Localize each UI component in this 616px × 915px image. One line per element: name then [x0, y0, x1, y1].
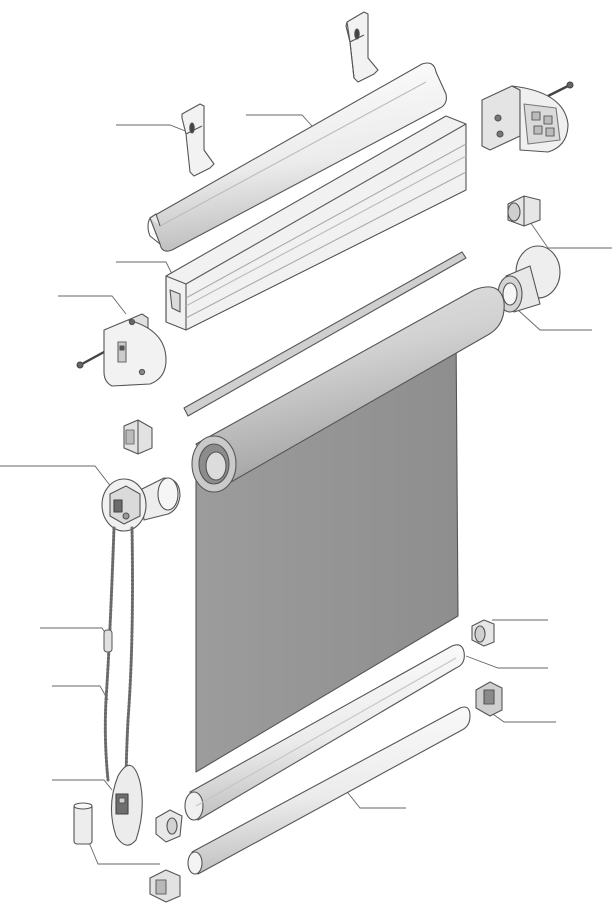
- left-bracket: [103, 313, 167, 387]
- top-clip-left: [181, 103, 215, 177]
- bottom-rod: [187, 706, 471, 875]
- right-idler-end: [497, 245, 561, 313]
- leader-line: [489, 711, 556, 723]
- right-bracket: [481, 85, 569, 153]
- leader-line: [40, 627, 111, 641]
- weight-cap: [73, 802, 93, 845]
- top-clip-right: [345, 11, 379, 83]
- bottom-end-cap-right-upper: [471, 619, 495, 647]
- tension-strip: [183, 251, 467, 417]
- ball-chain: [103, 526, 134, 792]
- chain-control-unit: [101, 477, 181, 532]
- bottom-bar: [184, 644, 465, 821]
- cover-profile: [147, 62, 447, 252]
- roller-tube: [191, 286, 505, 493]
- leader-line: [58, 295, 127, 315]
- right-bracket-screw: [547, 81, 574, 98]
- right-end-plug: [507, 195, 541, 227]
- chain-connector: [103, 629, 113, 653]
- leader-line: [52, 779, 113, 791]
- left-bracket-screw: [76, 350, 105, 369]
- leader-line: [52, 685, 109, 701]
- leader-line: [116, 124, 189, 133]
- leader-line: [465, 655, 548, 669]
- leader-line: [517, 309, 592, 331]
- bottom-end-cap-left-upper: [155, 809, 183, 843]
- bottom-end-cap-left-lower: [149, 869, 181, 903]
- chain-weight: [110, 764, 143, 846]
- leader-line: [0, 465, 113, 489]
- headrail-profile: [165, 115, 467, 331]
- left-end-plug: [123, 419, 153, 455]
- bottom-end-cap-right-lower: [475, 681, 503, 717]
- leader-line: [246, 114, 313, 127]
- leader-line: [87, 839, 160, 865]
- leader-line: [343, 787, 406, 809]
